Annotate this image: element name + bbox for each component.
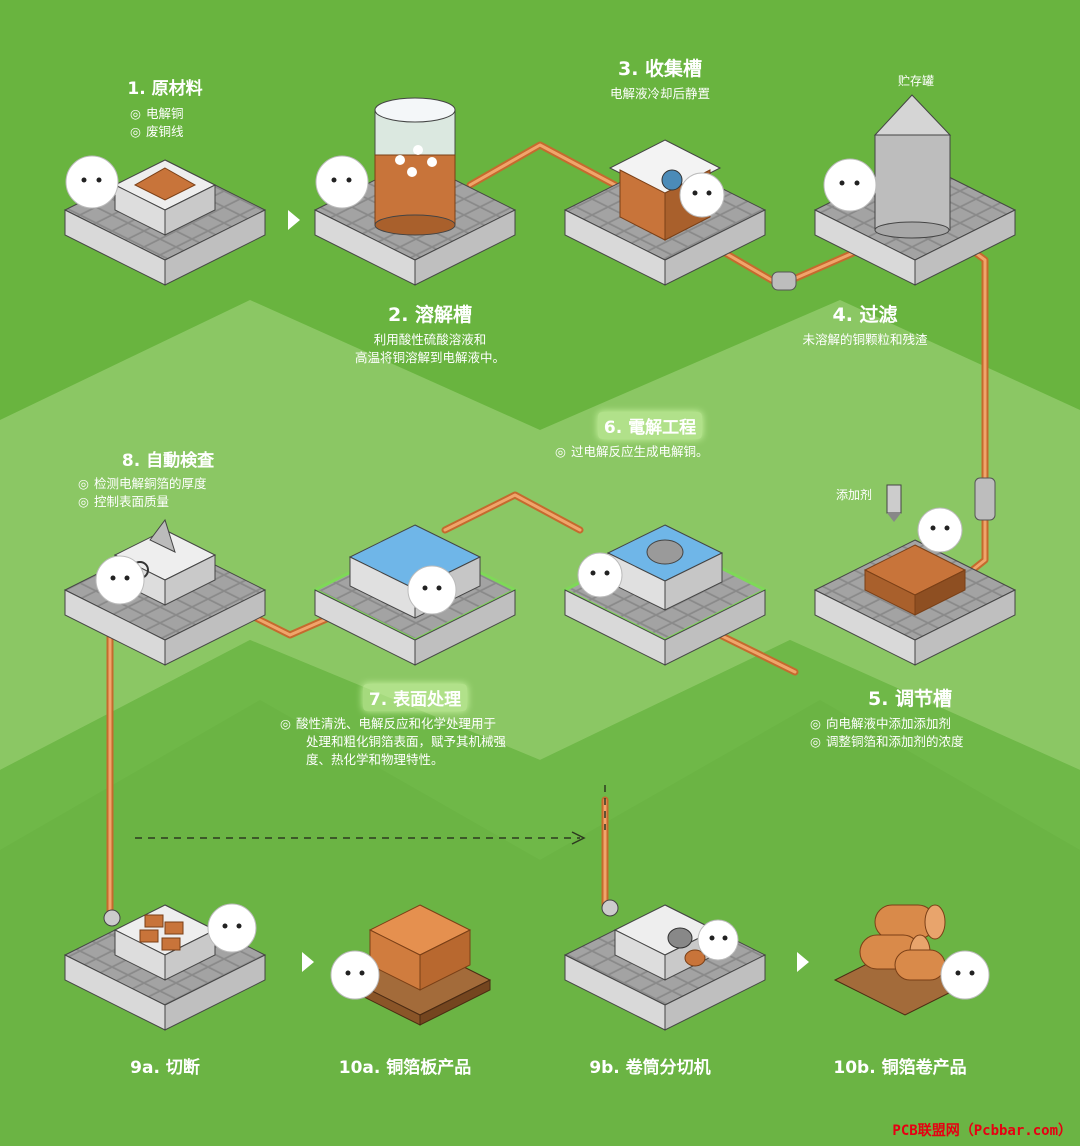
step-title: 2. 溶解槽 — [387, 304, 473, 326]
bird-mascot-icon — [823, 158, 877, 212]
step-3-label: 3. 收集槽 电解液冷却后静置 — [580, 54, 740, 103]
copper-roll-pallet-icon — [833, 904, 977, 1016]
background-chevron-low — [0, 700, 1080, 1146]
flow-arrow-icon — [302, 952, 314, 972]
bullet-icon: ◎ — [130, 124, 141, 139]
bullet-icon: ◎ — [78, 494, 89, 509]
bullet-icon: ◎ — [555, 444, 566, 459]
step-10a-label: 10a. 铜箔板产品 — [338, 1058, 472, 1078]
pipe-valve — [771, 271, 797, 291]
step-8-label: 8. 自動検査 ◎检测电解銅箔的厚度 ◎控制表面质量 — [78, 446, 258, 511]
step-title: 1. 原材料 — [127, 79, 203, 99]
bullet-icon: ◎ — [810, 716, 821, 731]
background-band-top — [0, 0, 1080, 430]
adjustment-tank-icon — [863, 484, 967, 616]
bird-mascot-icon — [407, 565, 457, 615]
pipe-filter — [974, 477, 996, 521]
additive-label: 添加剂 — [836, 488, 873, 502]
bird-mascot-icon — [65, 155, 119, 209]
step-2-label: 2. 溶解槽 利用酸性硫酸溶液和 高温将铜溶解到电解液中。 — [310, 300, 550, 367]
bullet-icon: ◎ — [78, 476, 89, 491]
bird-mascot-icon — [315, 155, 369, 209]
bird-mascot-icon — [577, 552, 623, 598]
bird-mascot-icon — [679, 172, 725, 218]
watermark: PCB联盟网（Pcbbar.com） — [892, 1123, 1072, 1139]
step-title: 7. 表面处理 — [362, 684, 468, 711]
storage-tank-icon — [873, 94, 952, 239]
step-6-label: 6. 電解工程 ◎过电解反应生成电解铜。 — [555, 412, 745, 461]
dissolving-tank-icon — [374, 97, 456, 236]
step-title: 4. 过滤 — [832, 304, 898, 326]
electrolysis-cell-icon — [606, 524, 724, 611]
cutting-machine-icon — [103, 904, 217, 981]
bird-mascot-icon — [697, 919, 739, 961]
background-chevron — [0, 300, 1080, 770]
step-1-label: 1. 原材料 ◎电解铜 ◎废铜线 — [90, 74, 240, 141]
step-4-label: 4. 过滤 未溶解的铜颗粒和残渣 — [780, 300, 950, 349]
bird-mascot-icon — [95, 555, 145, 605]
step-9b-label: 9b. 卷筒分切机 — [589, 1058, 711, 1078]
step-5-label: 5. 调节槽 ◎向电解液中添加添加剂 ◎调整铜箔和添加剂的浓度 — [810, 684, 1010, 751]
storage-tank-label: 贮存罐 — [898, 74, 935, 88]
step-9a-label: 9a. 切断 — [130, 1058, 200, 1078]
copper-sheet-pallet-icon — [348, 904, 492, 1026]
flow-arrow-icon — [797, 952, 809, 972]
raw-material-box-icon — [113, 159, 217, 236]
step-title: 5. 调节槽 — [867, 688, 953, 710]
bird-mascot-icon — [330, 950, 380, 1000]
bullet-icon: ◎ — [810, 734, 821, 749]
bird-mascot-icon — [207, 903, 257, 953]
bullet-icon: ◎ — [280, 716, 291, 731]
step-10b-label: 10b. 铜箔卷产品 — [833, 1058, 967, 1078]
step-7-label: 7. 表面处理 ◎酸性清洗、电解反应和化学处理用于 处理和粗化铜箔表面，赋予其机… — [280, 684, 550, 769]
flow-arrow-icon — [288, 210, 300, 230]
bird-mascot-icon — [917, 507, 963, 553]
bird-mascot-icon — [940, 950, 990, 1000]
step-title: 6. 電解工程 — [597, 412, 703, 439]
step-title: 8. 自動検査 — [121, 451, 215, 471]
step-title: 3. 收集槽 — [617, 58, 703, 80]
bullet-icon: ◎ — [130, 106, 141, 121]
